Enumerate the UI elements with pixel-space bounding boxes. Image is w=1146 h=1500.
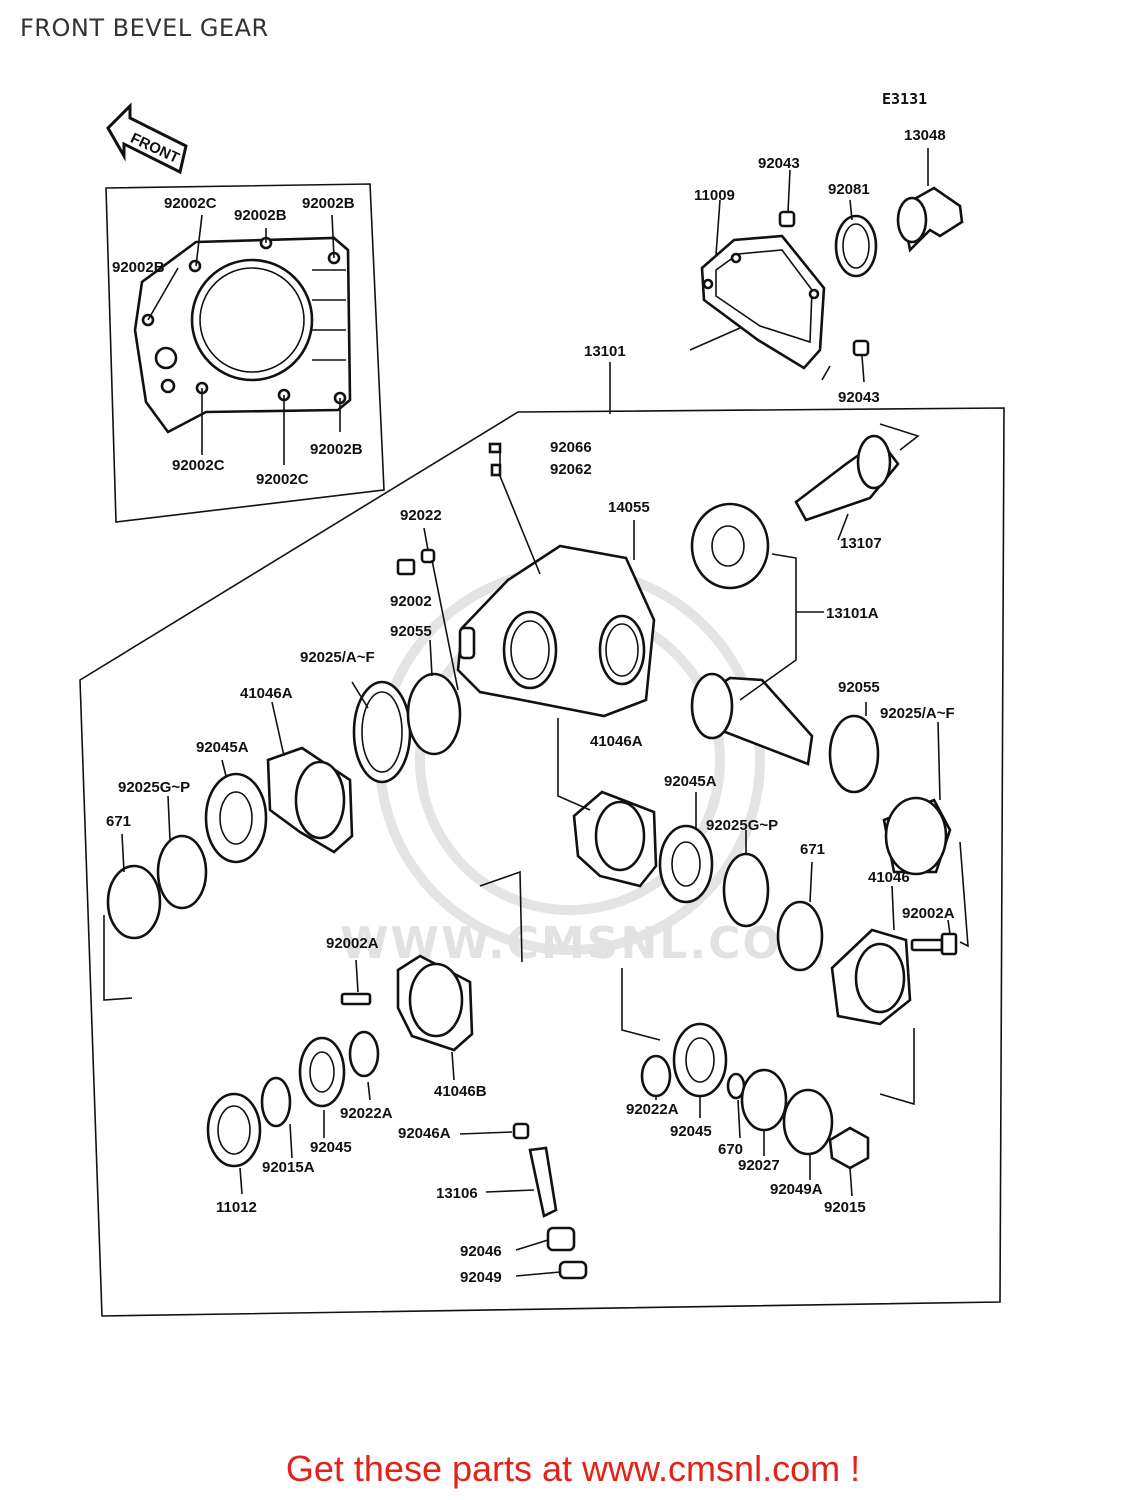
diagram-code: E3131 — [882, 90, 928, 108]
part-label[interactable]: 92025/A~F — [300, 649, 375, 666]
part-label[interactable]: 671 — [800, 841, 825, 858]
part-label[interactable]: 92022 — [400, 507, 442, 524]
part-label[interactable]: 14055 — [608, 499, 650, 516]
right-bearing-stack — [828, 702, 969, 1026]
part-label[interactable]: 13048 — [904, 127, 946, 144]
part-label[interactable]: 92002B — [302, 195, 355, 212]
footer-link-banner[interactable]: Get these parts at www.cmsnl.com ! — [285, 1448, 861, 1489]
part-label[interactable]: 671 — [106, 813, 131, 830]
part-label[interactable]: 13101 — [584, 343, 626, 360]
part-label[interactable]: 13107 — [840, 535, 882, 552]
part-label[interactable]: 92043 — [838, 389, 880, 406]
part-label[interactable]: 92002A — [902, 905, 955, 922]
part-label[interactable]: 92055 — [390, 623, 432, 640]
part-label[interactable]: 92002A — [326, 935, 379, 952]
part-label[interactable]: 92045 — [670, 1123, 712, 1140]
part-label[interactable]: 92081 — [828, 181, 870, 198]
part-label[interactable]: 41046 — [868, 869, 910, 886]
page-title: FRONT BEVEL GEAR — [20, 14, 269, 42]
part-label[interactable]: 92045A — [664, 773, 717, 790]
part-label[interactable]: 92027 — [738, 1157, 780, 1174]
lower-left-stack — [103, 870, 523, 1195]
part-label[interactable]: 92066 — [550, 439, 592, 456]
part-label[interactable]: 92002C — [256, 471, 309, 488]
part-labels: 92002C 92002C 92002C 92002B 92002B 92002… — [106, 127, 955, 1286]
output-cover-group — [689, 148, 964, 383]
part-label[interactable]: 92062 — [550, 461, 592, 478]
part-label[interactable]: 92025G~P — [118, 779, 190, 796]
lower-middle-stack — [459, 1122, 588, 1280]
bevel-gear-case — [456, 442, 656, 718]
part-label[interactable]: 92002B — [310, 441, 363, 458]
part-label[interactable]: 41046A — [590, 733, 643, 750]
part-label[interactable]: 92002B — [112, 259, 165, 276]
part-label[interactable]: 11012 — [216, 1199, 257, 1216]
part-label[interactable]: 92045 — [310, 1139, 352, 1156]
cover-inset — [105, 183, 385, 523]
part-label[interactable]: 92025/A~F — [880, 705, 955, 722]
part-label[interactable]: 92002B — [234, 207, 287, 224]
left-bearing-stack — [106, 639, 462, 940]
part-label[interactable]: 41046B — [434, 1083, 487, 1100]
part-label[interactable]: 92046A — [398, 1125, 451, 1142]
lower-right-stack — [621, 968, 915, 1197]
part-label[interactable]: 92046 — [460, 1243, 502, 1260]
part-label[interactable]: 92055 — [838, 679, 880, 696]
gear-shafts — [690, 423, 920, 766]
part-label[interactable]: 41046A — [240, 685, 293, 702]
part-label[interactable]: 92015A — [262, 1159, 315, 1176]
main-assembly-frame — [79, 362, 1005, 1317]
part-label[interactable]: 92022A — [626, 1101, 679, 1118]
housing-bolt — [396, 527, 459, 691]
part-label[interactable]: 11009 — [694, 187, 735, 204]
part-label[interactable]: 92049A — [770, 1181, 823, 1198]
part-label[interactable]: 670 — [718, 1141, 743, 1158]
part-label[interactable]: 92022A — [340, 1105, 393, 1122]
part-label[interactable]: 13106 — [436, 1185, 478, 1202]
part-label[interactable]: 13101A — [826, 605, 879, 622]
part-label[interactable]: 92002C — [172, 457, 225, 474]
part-label[interactable]: 92025G~P — [706, 817, 778, 834]
part-label[interactable]: 92043 — [758, 155, 800, 172]
part-label[interactable]: 92002 — [390, 593, 432, 610]
middle-bearing-stack — [557, 718, 824, 972]
part-label[interactable]: 92049 — [460, 1269, 502, 1286]
front-arrow-icon: FRONT — [106, 102, 188, 175]
part-label[interactable]: 92002C — [164, 195, 217, 212]
part-label[interactable]: 92015 — [824, 1199, 866, 1216]
part-label[interactable]: 92045A — [196, 739, 249, 756]
